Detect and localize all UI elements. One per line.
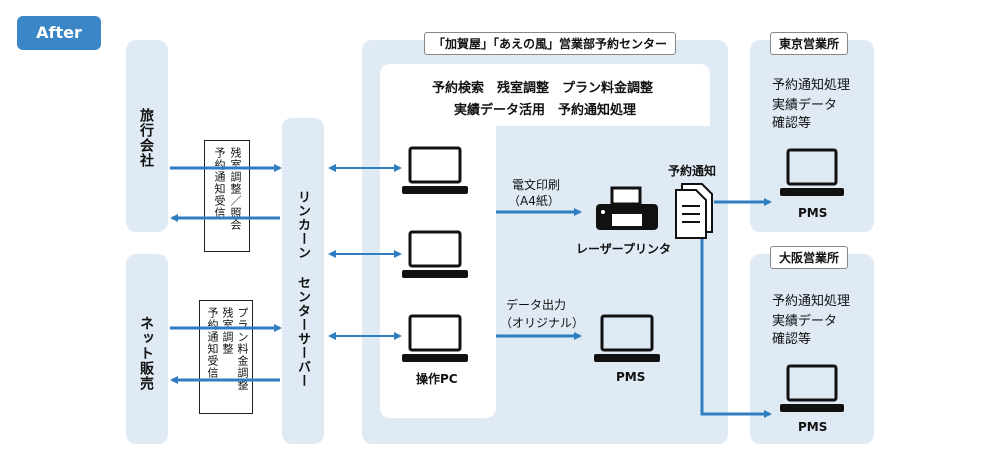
note-bottom-col2: 残室調整 xyxy=(221,307,234,355)
osaka-line2: 実績データ xyxy=(772,314,838,329)
center-pms-label: PMS xyxy=(616,370,646,384)
travel-agency-label: 旅行会社 xyxy=(138,108,154,168)
osaka-title: 大阪営業所 xyxy=(770,246,849,269)
notify-label: 予約通知 xyxy=(668,164,717,178)
after-badge: After xyxy=(17,16,101,50)
note-bottom-col3: 予約通知受信 xyxy=(206,307,219,379)
note-top: 残室調整／照会 予約通知受信 xyxy=(204,140,250,252)
net-sales-panel xyxy=(126,254,168,444)
pms-laptop-icon xyxy=(600,314,654,352)
arrow-notice-to-osaka xyxy=(700,232,772,418)
printer-icon xyxy=(596,186,658,230)
laptop-icon xyxy=(408,230,462,268)
reservation-center-title: 「加賀屋」「あえの風」営業部予約センター xyxy=(424,32,677,55)
printer-label: レーザープリンタ xyxy=(576,242,672,256)
laptop-icon xyxy=(408,146,462,184)
osaka-laptop-icon xyxy=(786,364,838,402)
osaka-pms-label: PMS xyxy=(798,420,828,434)
pms-laptop-base-icon xyxy=(594,354,660,362)
osaka-line3: 確認等 xyxy=(772,332,812,347)
laptop-base-icon xyxy=(402,354,468,362)
functions-line1: 予約検索 残室調整 プラン料金調整 xyxy=(432,81,654,96)
note-bottom: プラン料金調整 残室調整 予約通知受信 xyxy=(199,300,253,414)
tokyo-line2: 実績データ xyxy=(772,98,838,113)
center-server-panel xyxy=(282,118,324,444)
functions-line2: 実績データ活用 予約通知処理 xyxy=(454,103,637,118)
tokyo-laptop-icon xyxy=(786,148,838,186)
data-label-1: データ出力 xyxy=(506,298,567,312)
tokyo-title: 東京営業所 xyxy=(770,32,849,55)
tokyo-line3: 確認等 xyxy=(772,116,812,131)
laptop-icon xyxy=(408,314,462,352)
laptop-base-icon xyxy=(402,186,468,194)
tokyo-laptop-base-icon xyxy=(780,188,844,196)
print-label-1: 電文印刷 xyxy=(512,178,561,192)
laptop-base-icon xyxy=(402,270,468,278)
operation-pc-label: 操作PC xyxy=(416,372,458,386)
osaka-laptop-base-icon xyxy=(780,404,844,412)
functions-box xyxy=(380,64,710,126)
document-icon xyxy=(675,183,713,239)
tokyo-line1: 予約通知処理 xyxy=(772,78,851,93)
tokyo-pms-label: PMS xyxy=(798,206,828,220)
net-sales-label: ネット販売 xyxy=(138,316,154,391)
data-label-2: （オリジナル） xyxy=(500,316,585,330)
osaka-line1: 予約通知処理 xyxy=(772,294,851,309)
print-label-2: （A4紙） xyxy=(508,194,560,208)
note-top-col2: 予約通知受信 xyxy=(213,147,226,219)
travel-agency-panel xyxy=(126,40,168,232)
center-server-label: リンカーン センターサーバー xyxy=(295,190,310,388)
